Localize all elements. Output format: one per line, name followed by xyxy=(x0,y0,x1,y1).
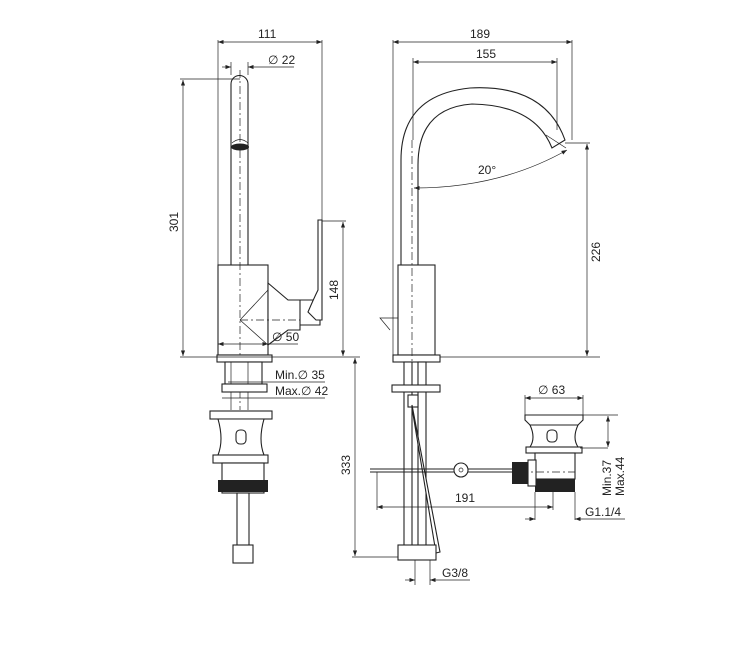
lever-handle xyxy=(307,219,323,321)
side-view: 111 ∅ 22 301 148 ∅ 50 Min.∅ 35 Max.∅ 42 xyxy=(167,27,360,564)
dim-spout-height: 226 xyxy=(589,242,603,262)
dim-supply-thread: G3/8 xyxy=(442,566,468,580)
dim-reach-total: 189 xyxy=(470,27,490,41)
dim-body-diameter: ∅ 50 xyxy=(272,330,299,344)
faucet-body xyxy=(217,264,269,356)
curved-spout xyxy=(400,87,566,266)
dim-spout-diameter: ∅ 22 xyxy=(268,53,295,67)
dim-rod-length: 191 xyxy=(455,491,475,505)
dim-lever-height: 148 xyxy=(327,280,341,300)
dim-below-deck: 333 xyxy=(339,455,353,475)
dim-reach-spout: 155 xyxy=(476,47,496,61)
dim-waste-max: Max.44 xyxy=(613,456,627,496)
pop-up-waste-side xyxy=(209,410,273,564)
dim-hole-max: Max.∅ 42 xyxy=(275,384,328,398)
dim-waste-min: Min.37 xyxy=(600,460,614,496)
dim-hole-min: Min.∅ 35 xyxy=(275,368,325,382)
faucet-body-front xyxy=(397,264,436,356)
mounting-shank xyxy=(224,361,263,385)
pop-up-waste-front xyxy=(512,414,584,492)
front-view: 189 155 20° 226 333 ∅ 63 Min.37 Max.44 1… xyxy=(339,27,627,585)
base-ring xyxy=(216,354,273,363)
spout-column xyxy=(230,75,249,265)
dim-waste-diameter: ∅ 63 xyxy=(538,383,565,397)
dim-width: 111 xyxy=(258,27,277,41)
dim-total-height: 301 xyxy=(167,212,181,232)
dim-waste-thread: G1.1/4 xyxy=(585,505,621,519)
dim-swivel-angle: 20° xyxy=(478,163,496,177)
